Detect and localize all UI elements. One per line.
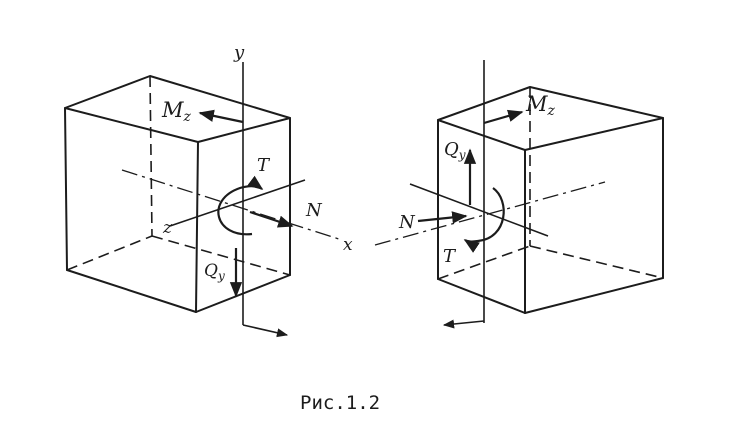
left-n-arrow bbox=[249, 210, 294, 228]
left-mz-arrow bbox=[198, 109, 244, 124]
left-x-axis bbox=[121, 169, 343, 241]
right-z-axis bbox=[409, 183, 549, 237]
left-n-label: N bbox=[305, 200, 323, 221]
right-n-arrow bbox=[417, 211, 468, 224]
left-box-hidden-edges bbox=[66, 75, 291, 276]
left-torque-arc bbox=[217, 175, 264, 236]
left-x-label: x bbox=[343, 235, 353, 255]
right-box-hidden-edges bbox=[437, 87, 664, 280]
figure-caption: Рис.1.2 bbox=[300, 392, 381, 414]
right-qy-label: Qy bbox=[444, 139, 466, 162]
left-mz-label: Mz bbox=[161, 98, 192, 125]
left-qy-label: Qy bbox=[204, 261, 225, 283]
right-mz-arrow bbox=[483, 109, 524, 125]
left-t-label: T bbox=[257, 155, 271, 176]
right-torque-arc bbox=[463, 187, 505, 253]
left-y-label: y bbox=[233, 42, 245, 63]
left-z-axis bbox=[169, 179, 306, 227]
right-cut-element: Mz Qy N T bbox=[374, 60, 664, 329]
right-t-label: T bbox=[443, 246, 457, 267]
right-box-visible-edges bbox=[437, 86, 664, 314]
left-cut-element: y z x Mz T N Qy bbox=[64, 42, 353, 338]
right-base-arrow bbox=[442, 319, 485, 329]
right-mz-label: Mz bbox=[525, 92, 556, 119]
left-z-label: z bbox=[162, 218, 173, 238]
right-n-label: N bbox=[398, 212, 416, 233]
left-y-base-arrow bbox=[242, 324, 289, 338]
